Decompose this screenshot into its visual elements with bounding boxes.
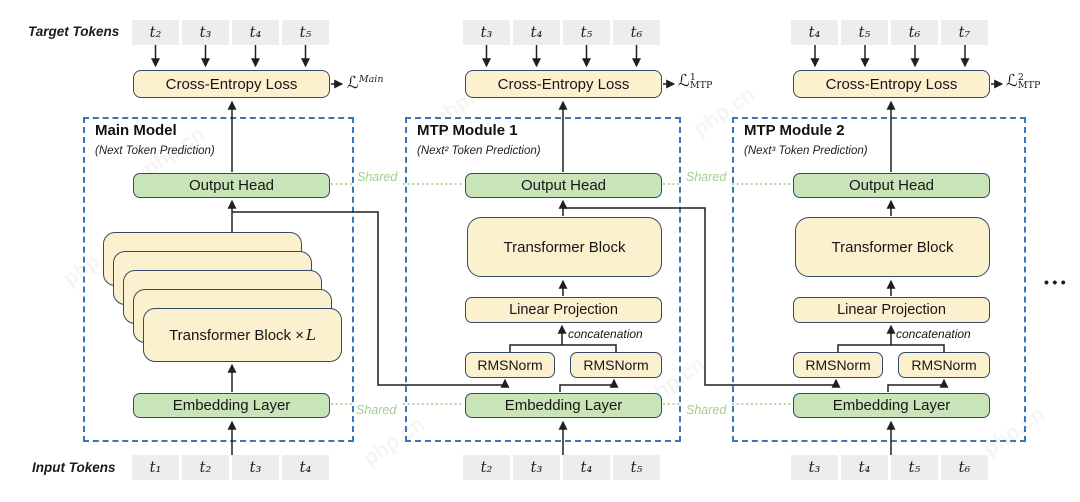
concatenation-label: concatenation: [568, 327, 643, 341]
rmsnorm-box: RMSNorm: [570, 352, 662, 378]
input-token: t₄: [563, 455, 610, 480]
loss-symbol: ℒ: [347, 73, 359, 92]
loss-symbol: ℒ: [678, 71, 690, 90]
target-token: t₄: [232, 20, 279, 45]
linear-projection-box: Linear Projection: [793, 297, 990, 323]
mtp-module-1-title: MTP Module 1: [417, 122, 518, 139]
shared-label: Shared: [684, 403, 729, 417]
target-token: t₆: [613, 20, 660, 45]
loss-sub: Main: [358, 73, 384, 85]
target-token: t₃: [182, 20, 229, 45]
input-token: t₅: [891, 455, 938, 480]
rmsnorm-box: RMSNorm: [465, 352, 555, 378]
target-token: t₅: [563, 20, 610, 45]
input-token: t₅: [613, 455, 660, 480]
main-model-title: Main Model: [95, 122, 177, 139]
cross-entropy-loss-box: Cross-Entropy Loss: [465, 70, 662, 98]
cross-entropy-loss-box: Cross-Entropy Loss: [133, 70, 330, 98]
cross-entropy-loss-box: Cross-Entropy Loss: [793, 70, 990, 98]
mtp-module-2-title: MTP Module 2: [744, 122, 845, 139]
target-token: t₇: [941, 20, 988, 45]
embedding-layer-box: Embedding Layer: [465, 393, 662, 418]
input-token: t₃: [232, 455, 279, 480]
transformer-stack-label: Transformer Block ×: [169, 326, 304, 344]
input-token: t₄: [282, 455, 329, 480]
embedding-layer-box: Embedding Layer: [793, 393, 990, 418]
target-token: t₅: [841, 20, 888, 45]
main-model-subtitle: (Next Token Prediction): [95, 145, 215, 157]
loss-sub: MTP: [1017, 80, 1041, 91]
input-token: t₆: [941, 455, 988, 480]
output-head-box: Output Head: [793, 173, 990, 198]
loss-sub: MTP: [689, 80, 713, 91]
output-head-box: Output Head: [465, 173, 662, 198]
output-head-box: Output Head: [133, 173, 330, 198]
rmsnorm-box: RMSNorm: [793, 352, 883, 378]
transformer-block-box: Transformer Block: [467, 217, 662, 277]
shared-label: Shared: [354, 403, 399, 417]
input-token: t₄: [841, 455, 888, 480]
input-token: t₂: [182, 455, 229, 480]
loss-symbol: ℒ: [1006, 71, 1018, 90]
loss-sup: 2: [1017, 71, 1024, 83]
input-token: t₂: [463, 455, 510, 480]
input-token: t₃: [513, 455, 560, 480]
input-token: t₃: [791, 455, 838, 480]
input-token: t₁: [132, 455, 179, 480]
target-token: t₂: [132, 20, 179, 45]
target-token: t₄: [513, 20, 560, 45]
shared-label: Shared: [684, 170, 729, 184]
target-token: t₅: [282, 20, 329, 45]
input-tokens-label: Input Tokens: [32, 460, 116, 475]
mtp-module-2-subtitle: (Next³ Token Prediction): [744, 145, 868, 157]
target-token: t₄: [791, 20, 838, 45]
target-tokens-label: Target Tokens: [28, 24, 120, 39]
mtp-module-1-subtitle: (Next² Token Prediction): [417, 145, 541, 157]
target-token: t₃: [463, 20, 510, 45]
loss-sup: 1: [689, 71, 696, 83]
shared-label: Shared: [355, 170, 400, 184]
embedding-layer-box: Embedding Layer: [133, 393, 330, 418]
target-token: t₆: [891, 20, 938, 45]
transformer-stack-mult: L: [305, 326, 316, 344]
continuation-ellipsis: •••: [1044, 274, 1070, 290]
linear-projection-box: Linear Projection: [465, 297, 662, 323]
rmsnorm-box: RMSNorm: [898, 352, 990, 378]
transformer-block-box: Transformer Block: [795, 217, 990, 277]
transformer-block-stack: Transformer Block × L: [143, 308, 342, 362]
concatenation-label: concatenation: [896, 327, 971, 341]
